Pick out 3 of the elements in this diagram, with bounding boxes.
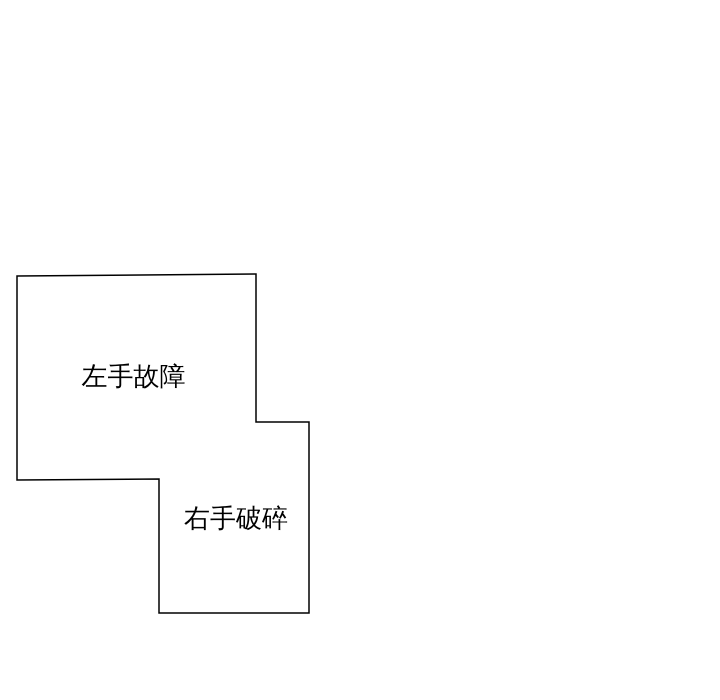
- shape-text: 右手破碎: [183, 503, 289, 536]
- shape-text: 左手故障: [80, 361, 186, 394]
- stepped-outline-shape: [16, 273, 310, 614]
